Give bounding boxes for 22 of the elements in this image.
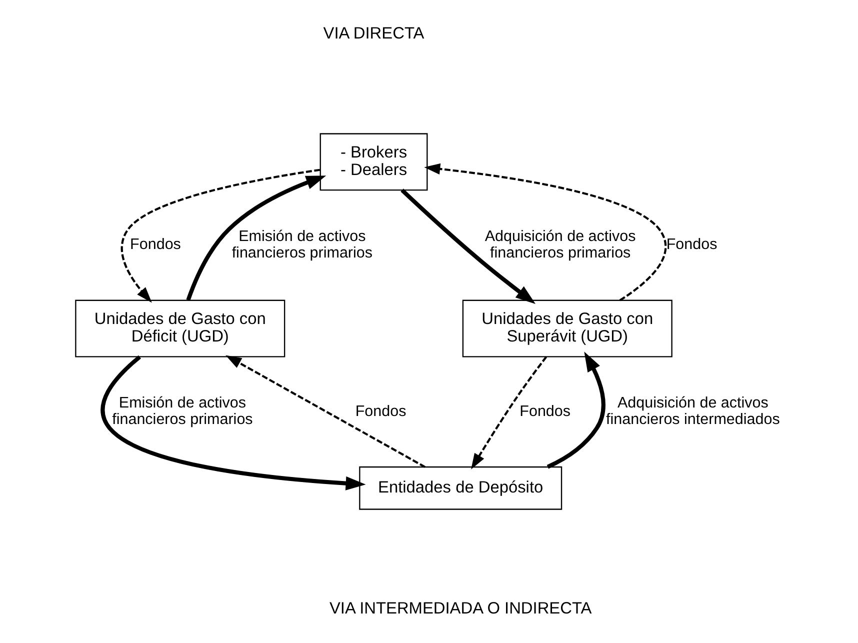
edge-label: Fondos: [130, 236, 180, 254]
label: VIA INTERMEDIADA O INDIRECTA: [328, 599, 592, 618]
node-box: Entidades de Depósito: [358, 466, 562, 510]
arrow: [400, 188, 536, 304]
edge-label: Adquisición de activos financieros intermediados: [606, 394, 780, 428]
arrow: [186, 176, 326, 301]
edge-label: Fondos: [354, 402, 406, 420]
arrow: [546, 352, 605, 469]
arrow: [470, 356, 547, 470]
edge-label: Emisión de activos financieros primarios: [231, 228, 372, 262]
edge-label: Emisión de activos financieros primarios: [112, 394, 252, 428]
arrow: [424, 163, 666, 302]
edge-label: Adquisición de activos financieros primarios: [484, 228, 636, 262]
label: VIA DIRECTA: [322, 24, 424, 42]
arrow: [225, 355, 426, 468]
arrow: [100, 355, 366, 490]
node-box: Unidades de Gasto con Déficit (UGD): [74, 300, 285, 358]
edge-label: Fondos: [666, 236, 717, 254]
node-box: - Brokers - Dealers: [319, 133, 428, 191]
arrow: [120, 168, 320, 303]
node-box: Unidades de Gasto con Superávit (UGD): [462, 300, 672, 358]
edge-label: Fondos: [519, 402, 570, 420]
